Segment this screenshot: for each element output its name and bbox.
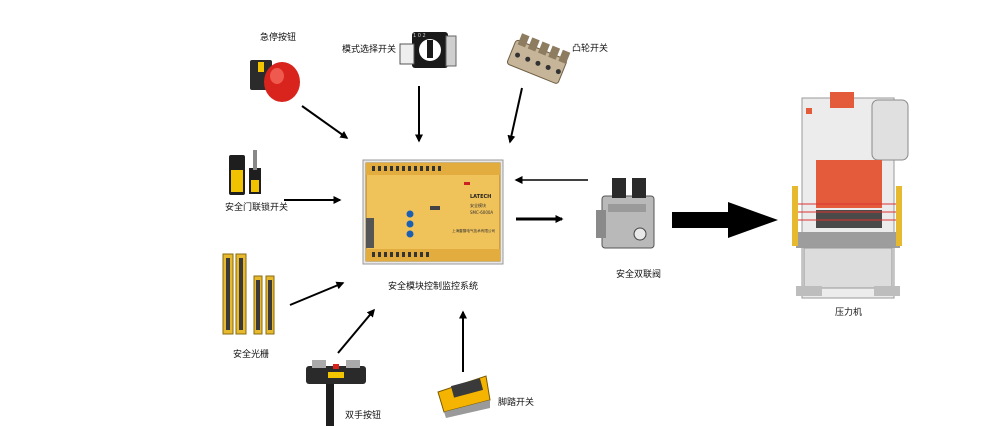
foot-switch-device xyxy=(437,375,491,418)
two-hand-control-device xyxy=(306,360,366,426)
arrow-estop-to-controller xyxy=(301,105,349,139)
label-foot: 脚踏开关 xyxy=(498,398,535,408)
arrow-twohand-to-controller xyxy=(337,308,375,354)
mode-selector-device: 1 0 2 xyxy=(399,32,457,68)
safety-controller-device xyxy=(362,159,504,265)
cam-switch-device xyxy=(506,33,571,84)
label-mode: 模式选择开关 xyxy=(342,45,397,55)
arrow-cam-to-controller xyxy=(507,87,523,144)
label-press: 压力机 xyxy=(835,308,863,318)
arrow-curtain-to-controller xyxy=(289,281,345,306)
controller-line1: 安全模块 xyxy=(470,202,486,208)
label-door: 安全门联锁开关 xyxy=(225,203,289,213)
door-interlock-device xyxy=(229,150,261,195)
controller-footer: 上海雷骞电气技术有限公司 xyxy=(452,228,496,233)
dual-valve-device xyxy=(596,178,655,249)
arrow-valve-to-press xyxy=(672,202,778,238)
label-curtain: 安全光栅 xyxy=(233,350,270,360)
controller-line2: SMC-6000A xyxy=(470,210,493,215)
press-machine-device xyxy=(792,92,909,299)
light-curtain-device xyxy=(222,253,275,335)
emergency-stop-device xyxy=(250,60,300,102)
label-cam: 凸轮开关 xyxy=(572,44,609,54)
label-controller: 安全模块控制监控系统 xyxy=(388,282,479,292)
label-valve: 安全双联阀 xyxy=(616,270,662,280)
label-estop: 急停按钮 xyxy=(260,33,297,43)
controller-brand: LATECH xyxy=(470,194,491,200)
label-twohand: 双手按钮 xyxy=(345,411,382,421)
svg-text:1 0 2: 1 0 2 xyxy=(413,33,426,39)
